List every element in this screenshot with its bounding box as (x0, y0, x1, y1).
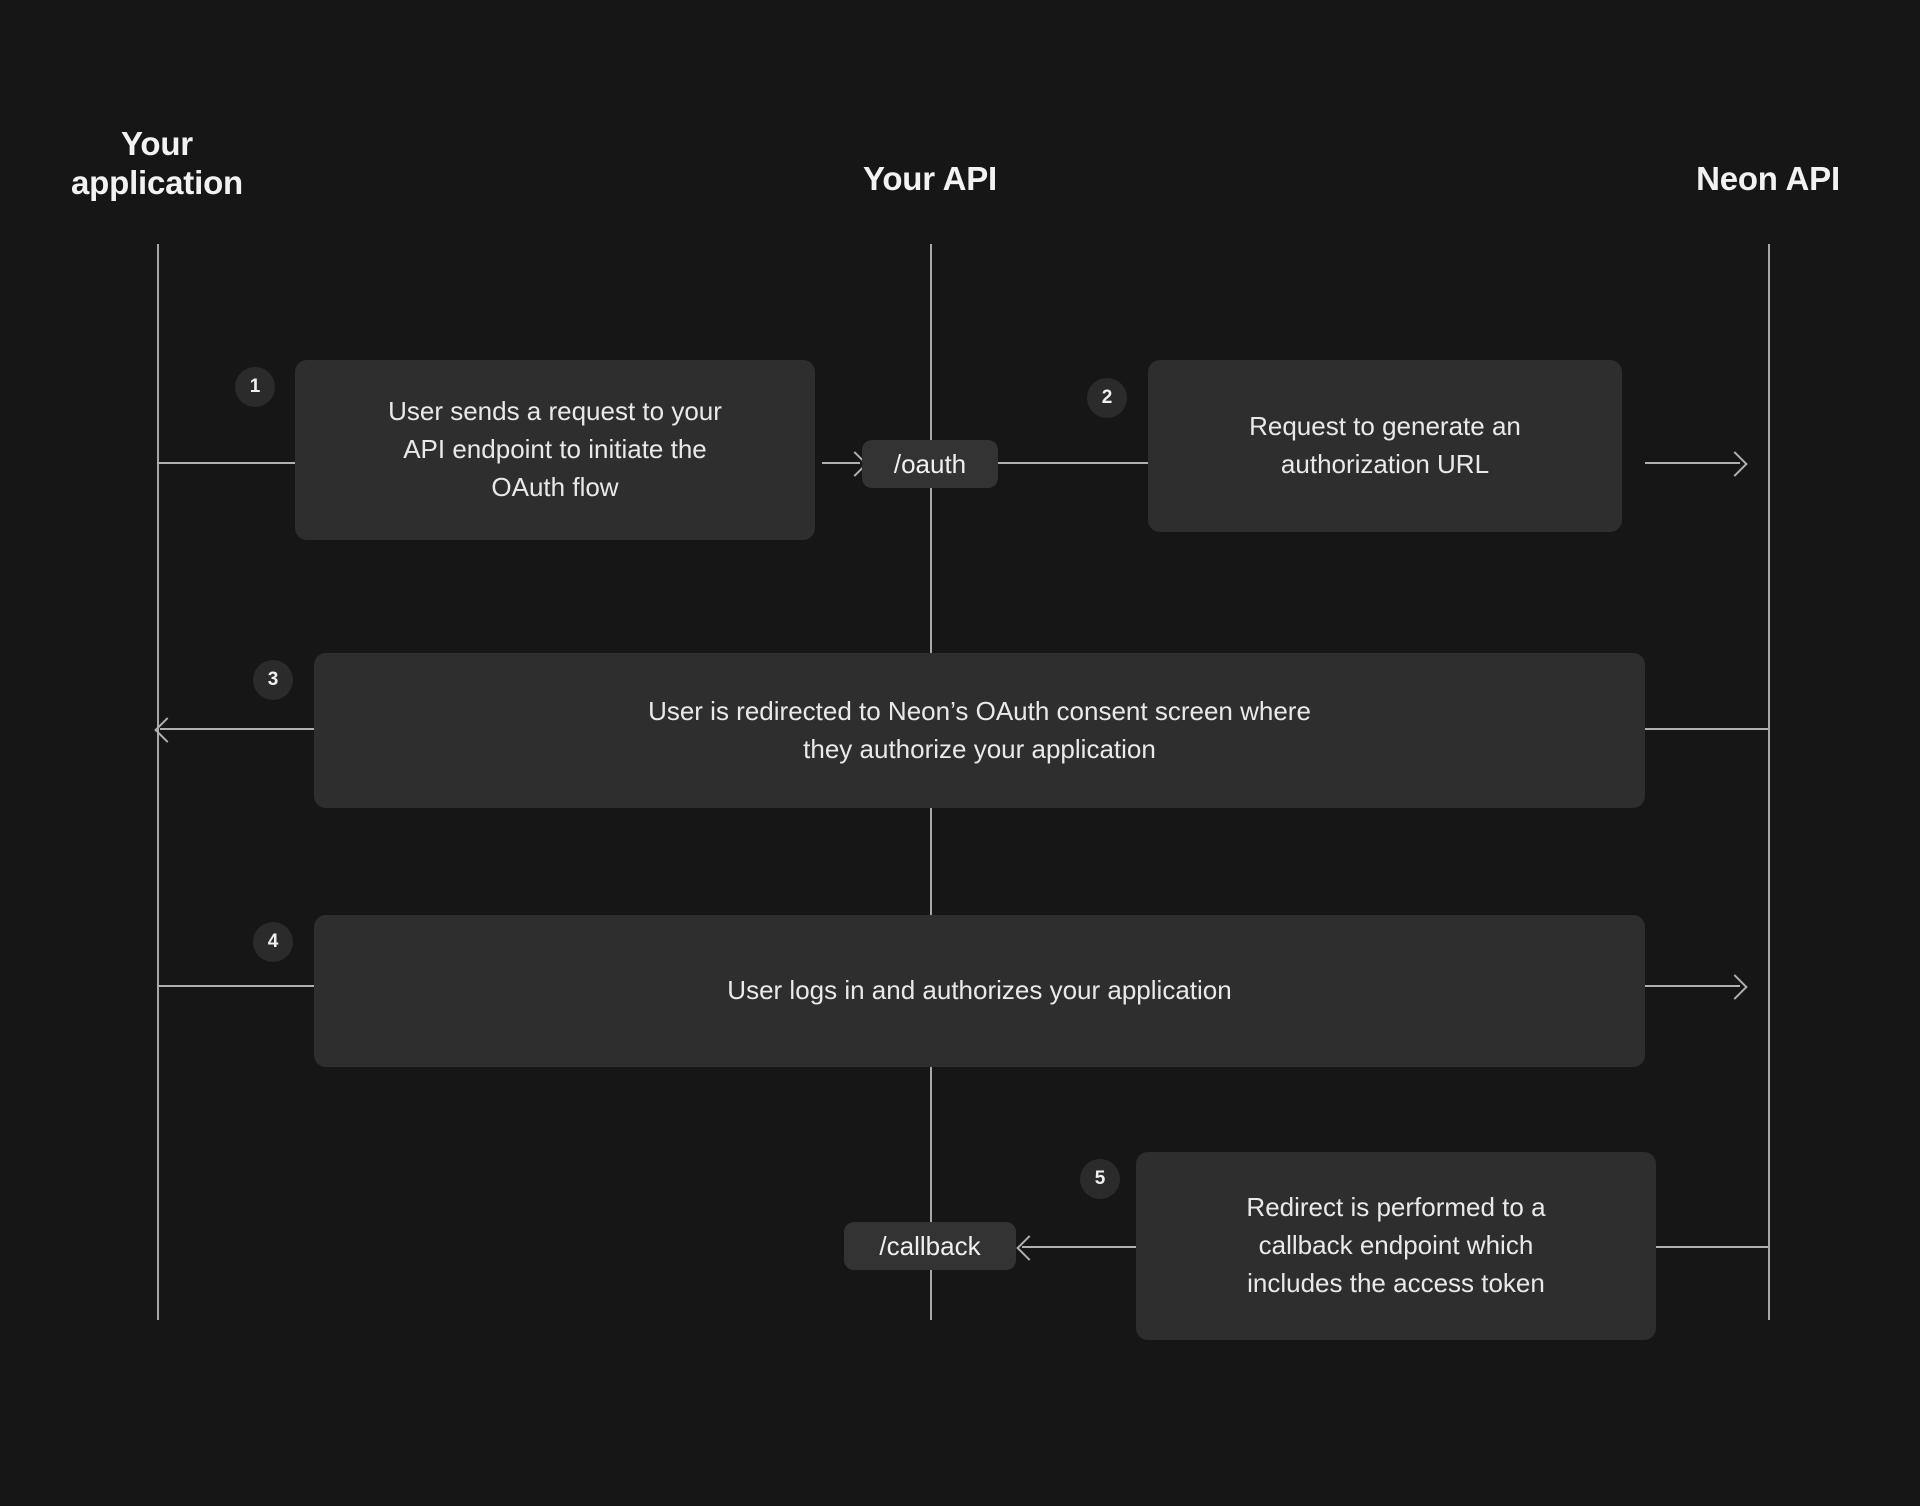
step-2-arrowhead (1722, 451, 1748, 477)
step-4-badge: 4 (253, 922, 293, 962)
step-5-arrowhead (1016, 1235, 1042, 1261)
step-2-message-box: Request to generate an authorization URL (1148, 360, 1622, 532)
step-5-message-text: Redirect is performed to a callback endp… (1246, 1192, 1546, 1298)
step-5-badge: 5 (1080, 1159, 1120, 1199)
step-4-message-box: User logs in and authorizes your applica… (314, 915, 1645, 1067)
step-2-connector-right (1645, 462, 1740, 464)
step-3-message-box: User is redirected to Neon’s OAuth conse… (314, 653, 1645, 808)
step-4-connector-left (157, 985, 314, 987)
step-4-connector-right (1645, 985, 1740, 987)
lifeline-neon-api (1768, 244, 1770, 1320)
step-2-badge: 2 (1087, 378, 1127, 418)
step-3-message-text: User is redirected to Neon’s OAuth conse… (648, 695, 1311, 764)
step-1-badge: 1 (235, 367, 275, 407)
step-3-connector-left (160, 728, 314, 730)
lifeline-label-neon-api: Neon API (1696, 160, 1840, 197)
step-2-connector-left (998, 462, 1148, 464)
step-1-message-box: User sends a request to your API endpoin… (295, 360, 815, 540)
step-5-connector-left (1022, 1246, 1136, 1248)
step-3-badge: 3 (253, 660, 293, 700)
lifeline-your-application (157, 244, 159, 1320)
step-2-message-text: Request to generate an authorization URL (1249, 411, 1521, 479)
step-5-connector-right (1656, 1246, 1768, 1248)
lifeline-label-your-api: Your API (862, 160, 998, 197)
endpoint-pill-callback[interactable]: /callback (844, 1222, 1016, 1270)
step-4-message-text: User logs in and authorizes your applica… (727, 975, 1232, 1006)
endpoint-pill-oauth[interactable]: /oauth (862, 440, 998, 488)
step-1-connector-left (157, 462, 297, 464)
step-3-connector-right (1645, 728, 1768, 730)
step-1-message-text: User sends a request to your API endpoin… (388, 396, 722, 502)
step-5-message-box: Redirect is performed to a callback endp… (1136, 1152, 1656, 1340)
step-4-arrowhead (1722, 974, 1748, 1000)
lifeline-label-your-application: Your application (71, 125, 243, 201)
step-1-connector-right (822, 462, 860, 464)
